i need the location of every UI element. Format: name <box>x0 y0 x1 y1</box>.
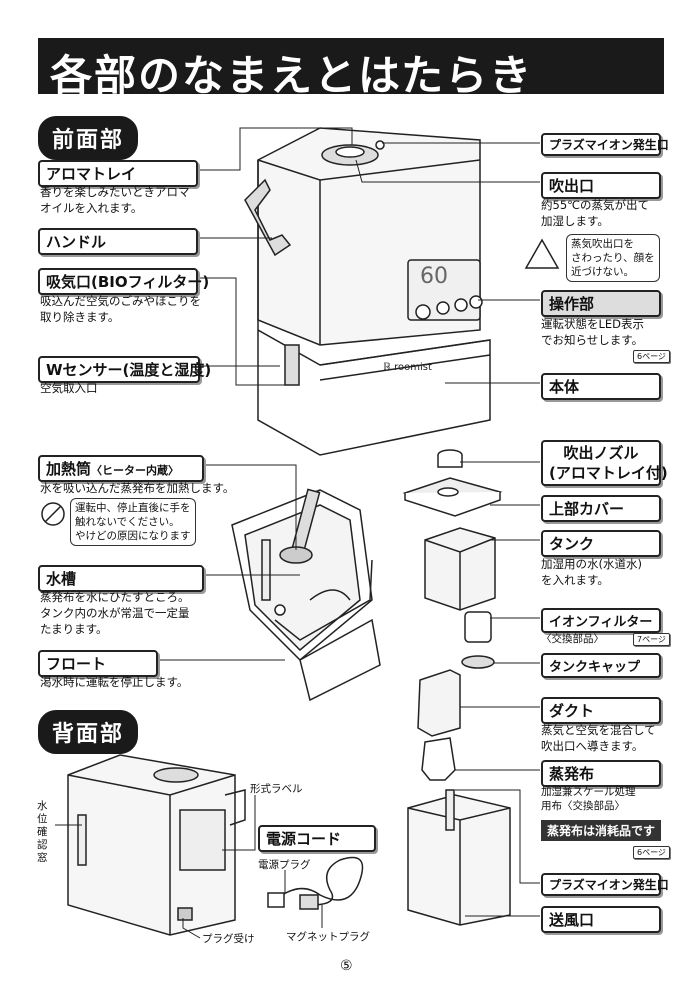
label-aroma-tray: アロマトレイ <box>38 160 198 187</box>
svg-text:60: 60 <box>420 264 448 289</box>
label-fan-outlet: 送風口 <box>541 906 661 933</box>
evap-cloth-consumable-tag: 蒸発布は消耗品です <box>541 820 662 841</box>
label-plasma-bottom: プラズマイオン発生口 <box>541 873 669 896</box>
no-touch-icon <box>41 502 65 526</box>
section-front: 前面部 <box>38 116 139 160</box>
label-handle: ハンドル <box>38 228 198 255</box>
svg-text:ℝ roomist: ℝ roomist <box>383 362 432 373</box>
page-number: ⑤ <box>340 958 353 974</box>
w-sensor-desc: 空気取入口 <box>40 381 98 395</box>
section-back: 背面部 <box>38 710 139 754</box>
magnet-plug-label: マグネットプラグ <box>286 931 370 943</box>
outlet-warning: 蒸気吹出口をさわったり、顔を近づけない。 <box>566 234 660 282</box>
outlet-desc: 約55℃の蒸気が出て加湿します。 <box>541 198 650 228</box>
intake-desc: 吸込んだ空気のごみやほこりを取り除きます。 <box>40 294 201 324</box>
heating-tube-warning: 運転中、停止直後に手を触れないでください。やけどの原因になります <box>70 498 196 546</box>
power-plug-label: 電源プラグ <box>258 859 311 871</box>
aroma-tray-desc: 香りを楽しみたいときアロマオイルを入れます。 <box>40 185 190 215</box>
label-float: フロート <box>38 650 158 677</box>
page-title: 各部のなまえとはたらき <box>50 51 534 100</box>
evap-cloth-page-ref: 6ページ <box>633 846 670 859</box>
label-ion-filter: イオンフィルター <box>541 608 661 633</box>
hot-steam-warning-icon <box>524 238 560 269</box>
label-water-tank: 水槽 <box>38 565 204 592</box>
ion-filter-desc: 〈交換部品〉 <box>541 633 604 645</box>
label-heating-tube: 加熱筒〈ヒーター内蔵〉 <box>38 455 204 482</box>
label-tank-cap: タンクキャップ <box>541 653 661 678</box>
label-outlet: 吹出口 <box>541 172 661 199</box>
label-power-cord: 電源コード <box>258 825 376 852</box>
evap-cloth-desc: 加湿兼スケール処理用布〈交換部品〉 <box>541 786 636 812</box>
front-humidifier-illustration <box>244 127 491 456</box>
label-body: 本体 <box>541 373 661 400</box>
label-intake: 吸気口(BIOフィルター) <box>38 268 209 295</box>
ion-filter-page-ref: 7ページ <box>633 633 670 646</box>
float-desc: 渇水時に運転を停止します。 <box>40 675 189 689</box>
heating-tube-desc: 水を吸い込んだ蒸発布を加熱します。 <box>40 481 235 495</box>
duct-desc: 蒸気と空気を混合して吹出口へ導きます。 <box>541 723 656 753</box>
label-plasma-top: プラズマイオン発生口 <box>541 133 669 156</box>
water-level-window-label: 水位確認窓 <box>37 800 48 864</box>
water-tank-desc: 蒸発布を水にひたすところ。タンク内の水が常温で一定量たまります。 <box>40 590 190 636</box>
plug-receiver-label: プラグ受け <box>202 933 255 945</box>
back-humidifier-illustration <box>67 754 246 936</box>
label-tank: タンク <box>541 530 661 557</box>
label-w-sensor: Wセンサー(温度と湿度) <box>38 356 211 383</box>
exploded-parts-illustration <box>402 449 511 926</box>
label-duct: ダクト <box>541 697 661 724</box>
model-label-text: 形式ラベル <box>250 783 303 795</box>
power-cord-illustration <box>267 856 364 910</box>
tank-desc: 加湿用の水(水道水)を入れます。 <box>541 557 642 587</box>
label-controls: 操作部 <box>541 290 661 317</box>
label-evap-cloth: 蒸発布 <box>541 760 661 787</box>
open-tank-illustration <box>231 488 381 702</box>
label-upper-cover: 上部カバー <box>541 495 661 522</box>
label-nozzle: 吹出ノズル(アロマトレイ付) <box>541 440 668 486</box>
controls-page-ref: 6ページ <box>633 350 670 363</box>
controls-desc: 運転状態をLED表示でお知らせします。 <box>541 317 645 347</box>
title-bar <box>38 38 664 94</box>
